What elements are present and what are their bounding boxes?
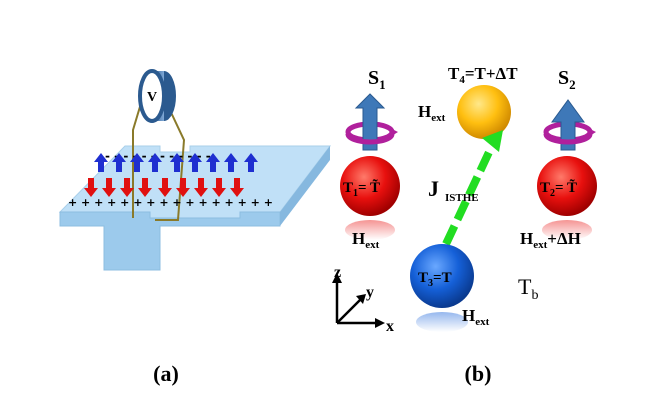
spin-2-rotation-arrowhead-icon [588, 128, 596, 137]
bottom-signs: + + + + + + + + + + + + + + + + [68, 196, 273, 209]
up-arrow [244, 153, 258, 172]
down-arrow [102, 178, 116, 197]
up-arrow [112, 153, 126, 172]
down-arrow [158, 178, 172, 197]
voltmeter: V [138, 69, 176, 123]
sphere-1: T1= T̃ Hext [340, 156, 400, 251]
axes-icon [332, 273, 385, 328]
panel-b-label: (b) [465, 361, 492, 386]
sphere-4: T4=T+ΔT Hext [418, 64, 518, 139]
up-arrow [148, 153, 162, 172]
panel-a: V - - - - - - - - - - - - + + + + + + + … [58, 69, 332, 386]
sphere-2-temp-label: T2= T̃ [540, 179, 577, 199]
bath-temperature-label: Tb [518, 274, 538, 303]
down-arrow [84, 178, 98, 197]
up-arrows [94, 153, 258, 172]
down-arrow [176, 178, 190, 197]
spin-2-arrow-icon [551, 99, 585, 151]
up-arrow [130, 153, 144, 172]
top-signs: - - - - - - - - - - - - [105, 149, 211, 163]
down-arrow [138, 178, 152, 197]
sphere-2: T2= T̃ Hext+ΔH [520, 156, 597, 251]
current-arrowhead-icon [482, 130, 503, 152]
up-arrow [188, 153, 202, 172]
spin-2-label: S2 [558, 67, 576, 92]
up-arrow [170, 153, 184, 172]
sphere-3-field-label: Hext [462, 306, 490, 328]
up-arrow [206, 153, 220, 172]
voltmeter-label: V [147, 90, 157, 105]
sphere-4-temp-label: T4=T+ΔT [448, 64, 518, 86]
sphere-3-temp-label: T3=T [418, 270, 452, 289]
sphere-2-field-label: Hext+ΔH [520, 229, 581, 251]
spin-2: S2 [543, 67, 596, 151]
sphere-4-field-label: Hext [418, 102, 446, 124]
axis-y-label: y [366, 284, 374, 301]
down-arrow [120, 178, 134, 197]
spin-1-label: S1 [368, 67, 386, 92]
slab-right-face [280, 146, 330, 226]
up-arrow [94, 153, 108, 172]
down-arrow [194, 178, 208, 197]
panel-a-label: (a) [153, 361, 179, 386]
up-arrow [224, 153, 238, 172]
axis-z-label: z [334, 264, 341, 281]
panel-b: S1 S2 T4=T+ΔT Hext [332, 64, 597, 386]
down-arrow [230, 178, 244, 197]
sphere-1-field-label: Hext [352, 229, 380, 251]
down-arrow [212, 178, 226, 197]
sphere-3: T3=T Hext [410, 244, 490, 332]
spin-1-rotation-arrowhead-icon [390, 128, 398, 137]
sphere-1-temp-label: T1= T̃ [343, 179, 380, 199]
down-arrows [84, 178, 244, 197]
axis-x-label: x [386, 318, 394, 335]
spin-1: S1 [345, 67, 398, 151]
